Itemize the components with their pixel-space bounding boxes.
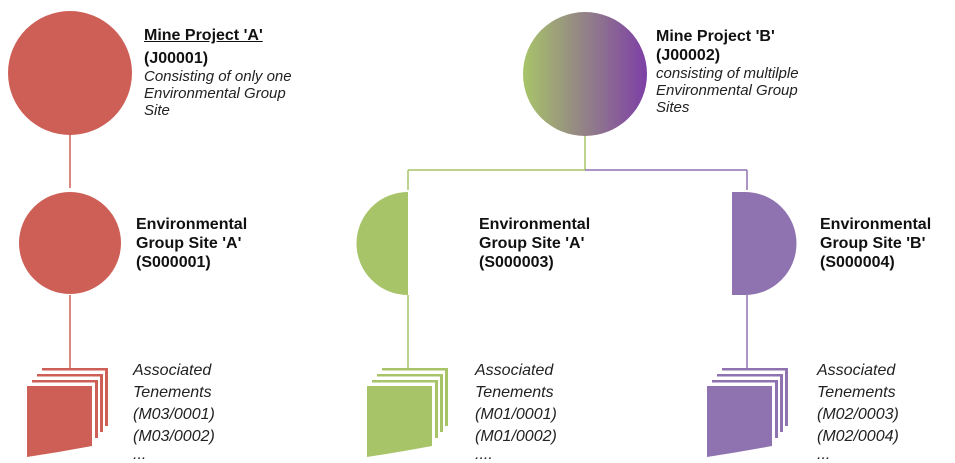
site-label-line-2: Group Site 'A'	[136, 235, 242, 252]
project-a-desc-line-3: Site	[144, 102, 170, 119]
project-a-node	[8, 11, 132, 135]
site-b1-label: Environmental Group Site 'A' (S000003)	[479, 215, 590, 272]
tenement-line-4: (M03/0002)	[133, 428, 215, 445]
tenements-b2-label: Associated Tenements (M02/0003) (M02/000…	[817, 360, 899, 463]
site-label-line-3: (S000003)	[479, 254, 554, 271]
tenement-line-3: (M01/0001)	[475, 406, 557, 423]
document-stack-green-icon	[367, 368, 448, 457]
tenement-line-5: ...	[133, 446, 147, 463]
tenement-line-5: ...	[817, 446, 831, 463]
tenement-line-1: Associated	[475, 362, 554, 379]
project-a-label: Mine Project 'A' (J00001) Consisting of …	[144, 26, 292, 119]
project-b-code: (J00002)	[656, 47, 721, 64]
site-a-node	[19, 192, 121, 294]
site-label-line-3: (S000004)	[820, 254, 895, 271]
tenement-line-2: Tenements	[817, 384, 896, 401]
project-b-desc-line-1: consisting of multilple	[656, 65, 799, 82]
project-b-title: Mine Project 'B'	[656, 28, 775, 45]
document-stack-red-icon	[27, 368, 108, 457]
project-a-code: (J00001)	[144, 50, 209, 67]
project-a-desc-line-1: Consisting of only one	[144, 68, 292, 85]
site-label-line-1: Environmental	[479, 216, 591, 233]
tenement-line-4: (M01/0002)	[475, 428, 557, 445]
project-b-label: Mine Project 'B' (J00002) consisting of …	[656, 27, 799, 116]
project-b-node	[523, 12, 647, 136]
project-b-desc-line-2: Environmental Group	[656, 82, 798, 99]
tenement-line-3: (M03/0001)	[133, 406, 215, 423]
tenement-line-4: (M02/0004)	[817, 428, 899, 445]
site-b2-label: Environmental Group Site 'B' (S000004)	[820, 215, 931, 272]
project-a-title: Mine Project 'A'	[144, 27, 263, 44]
tenement-line-1: Associated	[133, 362, 212, 379]
tenement-line-3: (M02/0003)	[817, 406, 899, 423]
site-a-label: Environmental Group Site 'A' (S000001)	[136, 215, 247, 272]
site-b2-half-node	[732, 192, 797, 295]
site-b1-half-node	[356, 192, 408, 295]
site-label-line-2: Group Site 'A'	[479, 235, 585, 252]
tenement-line-2: Tenements	[133, 384, 212, 401]
tenements-a-label: Associated Tenements (M03/0001) (M03/000…	[133, 360, 215, 463]
site-label-line-1: Environmental	[820, 216, 932, 233]
project-b-desc-line-3: Sites	[656, 99, 690, 116]
project-a-desc-line-2: Environmental Group	[144, 85, 286, 102]
site-label-line-1: Environmental	[136, 216, 248, 233]
site-label-line-3: (S000001)	[136, 254, 211, 271]
tenements-b1-label: Associated Tenements (M01/0001) (M01/000…	[475, 360, 557, 463]
connector-lines	[69, 130, 748, 370]
tenement-line-5: ....	[475, 446, 493, 463]
document-stack-purple-icon	[707, 368, 788, 457]
tenement-line-1: Associated	[817, 362, 896, 379]
tenement-line-2: Tenements	[475, 384, 554, 401]
site-label-line-2: Group Site 'B'	[820, 235, 926, 252]
